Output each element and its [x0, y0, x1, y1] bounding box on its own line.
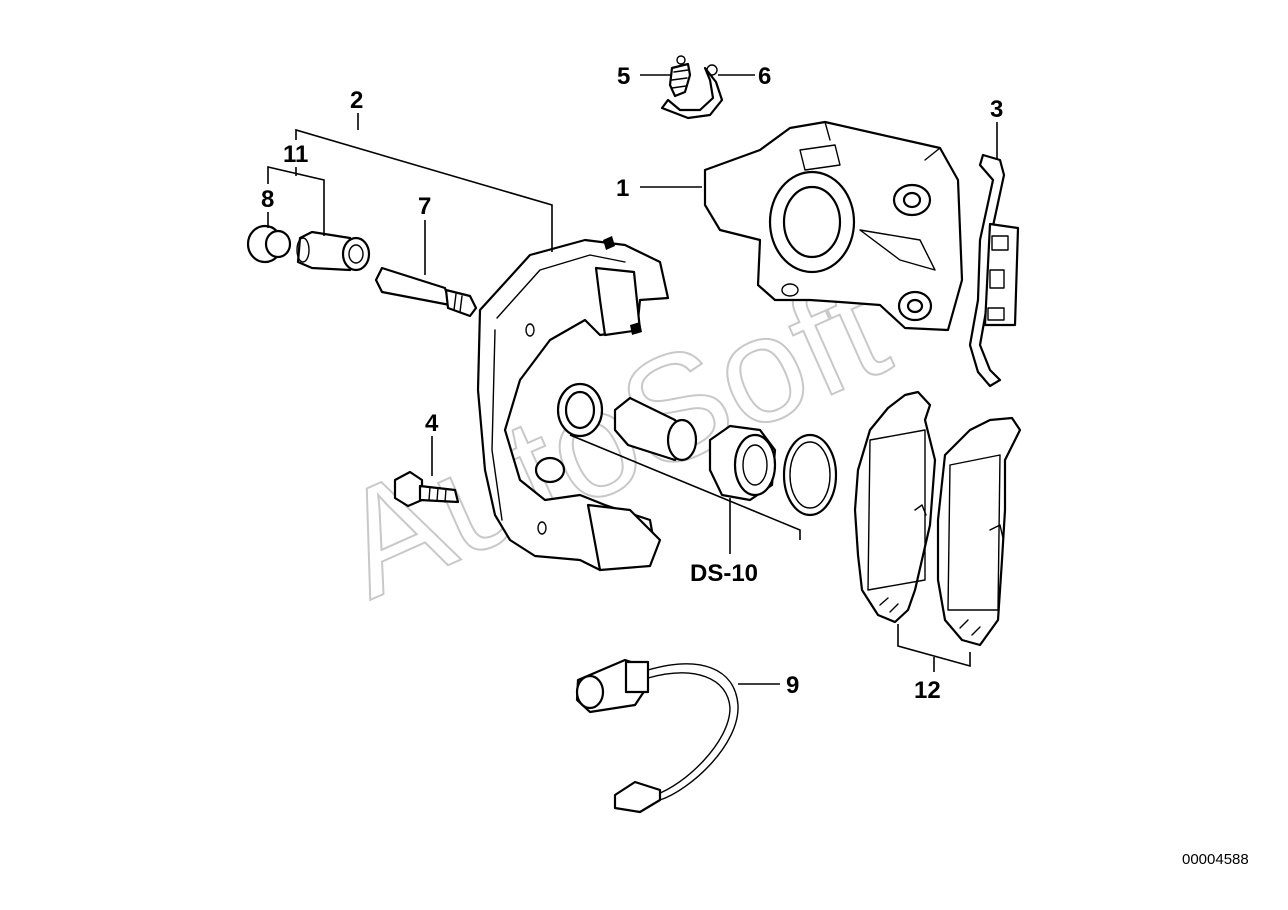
callout-4: 4: [425, 410, 439, 437]
callout-2: 2: [350, 87, 363, 114]
caliper-carrier-part: [476, 236, 670, 572]
callout-5: 5: [617, 63, 630, 90]
cap-plug-part: [246, 224, 292, 264]
brake-pad-inner-part: [853, 390, 937, 624]
guide-bushing-part: [296, 230, 371, 272]
brake-pad-outer-part: [936, 416, 1022, 647]
callout-ds-10: DS-10: [690, 560, 758, 587]
callout-9: 9: [786, 672, 799, 699]
dust-cap-part: [660, 64, 724, 120]
wear-sensor-part: [575, 658, 739, 814]
callout-7: 7: [418, 193, 431, 220]
callout-8: 8: [261, 186, 274, 213]
hex-bolt-part: [393, 470, 460, 508]
bleed-screw-part: [668, 55, 692, 98]
callout-12: 12: [914, 677, 941, 704]
caliper-housing-part: [703, 120, 964, 332]
diagram-number: 00004588: [1182, 851, 1249, 868]
piston-seal-part: [556, 382, 604, 438]
callout-3: 3: [990, 96, 1003, 123]
callout-6: 6: [758, 63, 771, 90]
leader-lines: [267, 74, 998, 685]
callout-11: 11: [283, 141, 308, 168]
guide-bolt-part: [374, 266, 478, 318]
retaining-ring-part: [782, 433, 838, 517]
piston-part: [613, 396, 698, 462]
dust-boot-part: [708, 424, 777, 502]
spring-clip-part: [968, 153, 1020, 388]
callout-1: 1: [616, 175, 629, 202]
